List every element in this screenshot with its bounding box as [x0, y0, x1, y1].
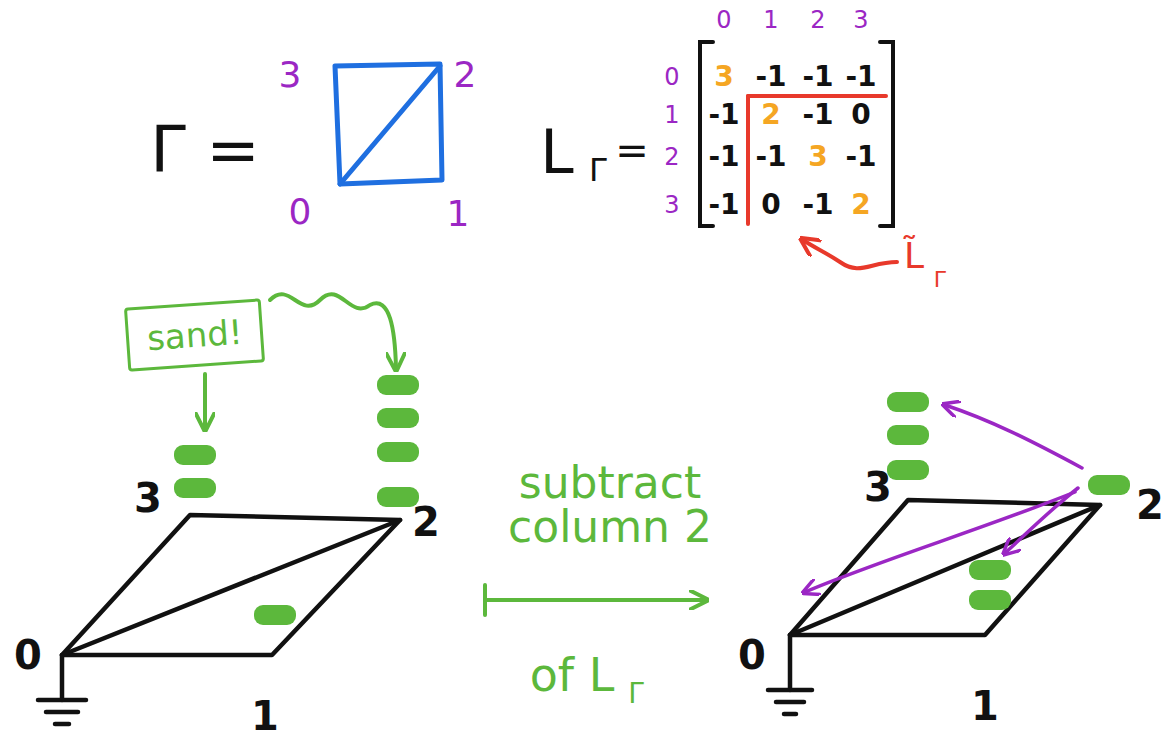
- sand-chips-left: [174, 375, 419, 625]
- operation-text: of L: [530, 652, 615, 698]
- matrix-entry: -1: [845, 63, 876, 91]
- matrix-entry: 0: [761, 191, 780, 219]
- diagonal-entry: 2: [851, 191, 870, 219]
- operation-text: subtract column 2: [465, 461, 755, 549]
- vertex-label: 0: [14, 635, 42, 675]
- matrix-entry: -1: [802, 101, 833, 129]
- graph-gamma: [335, 64, 442, 184]
- matrix-entry: -1: [802, 191, 833, 219]
- vertex-label: 2: [454, 57, 477, 93]
- vertex-label: 2: [412, 502, 440, 542]
- sand-chips-right: [887, 392, 1130, 610]
- row-index: 0: [664, 65, 679, 89]
- diagonal-entry: 2: [761, 101, 780, 129]
- vertex-label: 0: [289, 194, 312, 230]
- callout-text: sand!: [146, 315, 243, 356]
- matrix-name: L: [540, 122, 573, 182]
- vertex-label: 0: [738, 635, 766, 675]
- matrix-brackets: [700, 42, 893, 226]
- row-index: 1: [664, 103, 679, 127]
- row-index: 2: [664, 145, 679, 169]
- matrix-entry: -1: [802, 63, 833, 91]
- matrix-entry: -1: [708, 101, 739, 129]
- vertex-label: 3: [134, 478, 162, 518]
- vertex-label: 3: [279, 57, 302, 93]
- vertex-label: 1: [251, 696, 279, 736]
- reduced-matrix-name: L̃: [904, 238, 924, 274]
- graph-name: Γ =: [150, 118, 260, 182]
- graph-right: [768, 500, 1100, 714]
- callout-box: sand!: [124, 298, 265, 371]
- vertex-label: 1: [971, 686, 999, 726]
- row-index: 3: [664, 193, 679, 217]
- column-index: 3: [853, 8, 868, 32]
- topple-arrows: [805, 405, 1082, 592]
- matrix-entry: -1: [708, 191, 739, 219]
- matrix-entry: 0: [851, 101, 870, 129]
- column-index: 0: [716, 8, 731, 32]
- graph-left: [38, 515, 400, 724]
- subscript: Γ: [628, 680, 644, 708]
- diagonal-entry: 3: [714, 63, 733, 91]
- column-index: 1: [763, 8, 778, 32]
- matrix-entry: -1: [755, 143, 786, 171]
- vertex-label: 1: [447, 196, 470, 232]
- maps-to-arrow: [485, 585, 705, 615]
- matrix-entry: -1: [755, 63, 786, 91]
- vertex-label: 3: [864, 467, 892, 507]
- matrix-entry: -1: [708, 143, 739, 171]
- column-index: 2: [810, 8, 825, 32]
- matrix-entry: -1: [845, 143, 876, 171]
- vertex-label: 2: [1136, 485, 1164, 525]
- subscript: Γ: [934, 269, 946, 291]
- subscript: Γ: [589, 154, 607, 186]
- diagonal-entry: 3: [808, 143, 827, 171]
- reduced-bracket: [748, 96, 897, 268]
- equals-sign: =: [615, 130, 649, 170]
